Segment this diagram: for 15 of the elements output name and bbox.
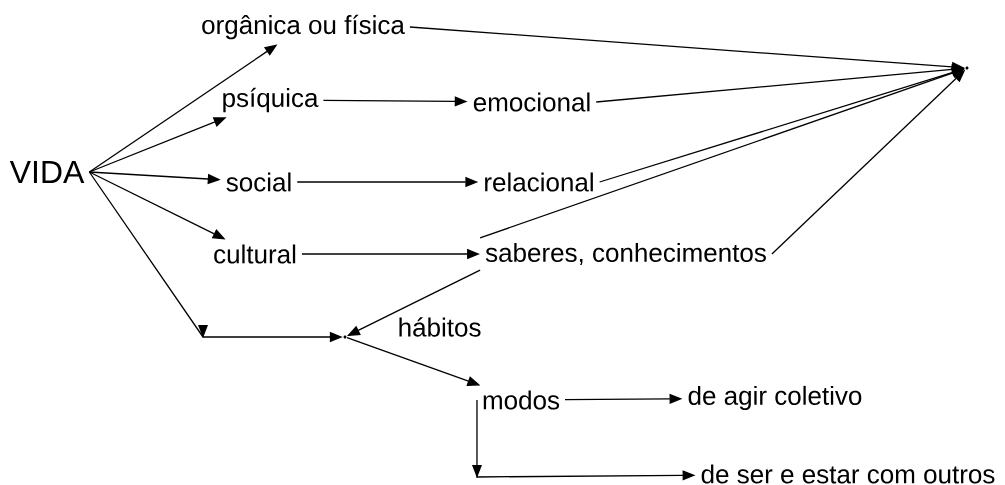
node-text: orgânica ou física [202, 14, 405, 40]
junction-point [343, 335, 347, 339]
node-label: hábitos [399, 317, 481, 337]
node-text: psíquica [223, 87, 319, 113]
node-text: emocional [473, 92, 590, 112]
junction-point [965, 66, 969, 70]
node-text: cultural [214, 244, 296, 264]
node-text: modos [483, 390, 560, 410]
node-text: de ser e estar com outros [701, 464, 995, 484]
node-text: relacional [485, 172, 593, 192]
arrow [347, 269, 481, 336]
node-text: de agir coletivo [688, 385, 862, 411]
node-text: social [226, 172, 291, 192]
node-text: saberes, conhecimentos [485, 242, 766, 266]
node-text: VIDA [9, 161, 85, 183]
